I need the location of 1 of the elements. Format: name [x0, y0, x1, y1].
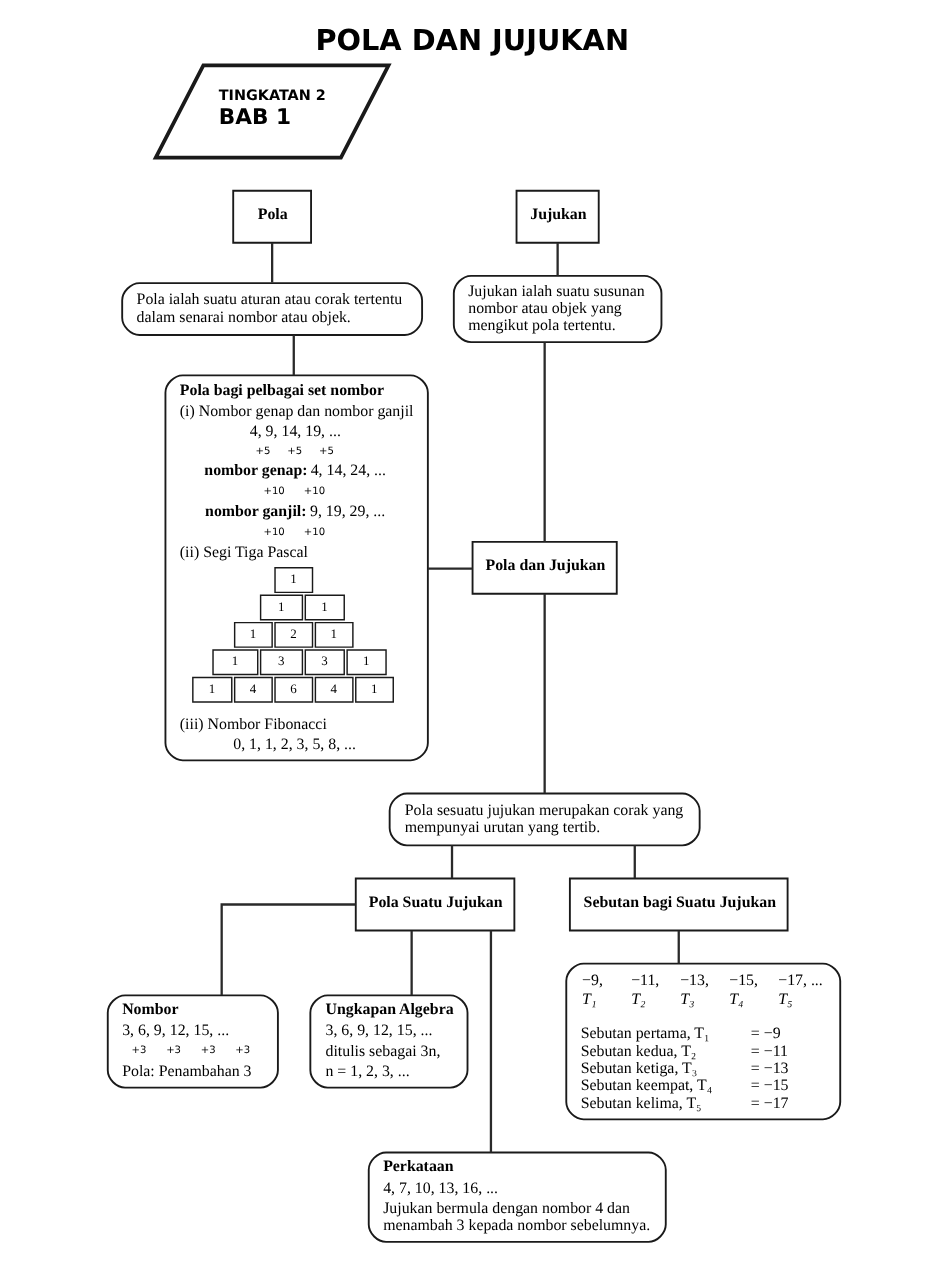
diagram-title: POLA DAN JUJUKAN [315, 25, 630, 58]
